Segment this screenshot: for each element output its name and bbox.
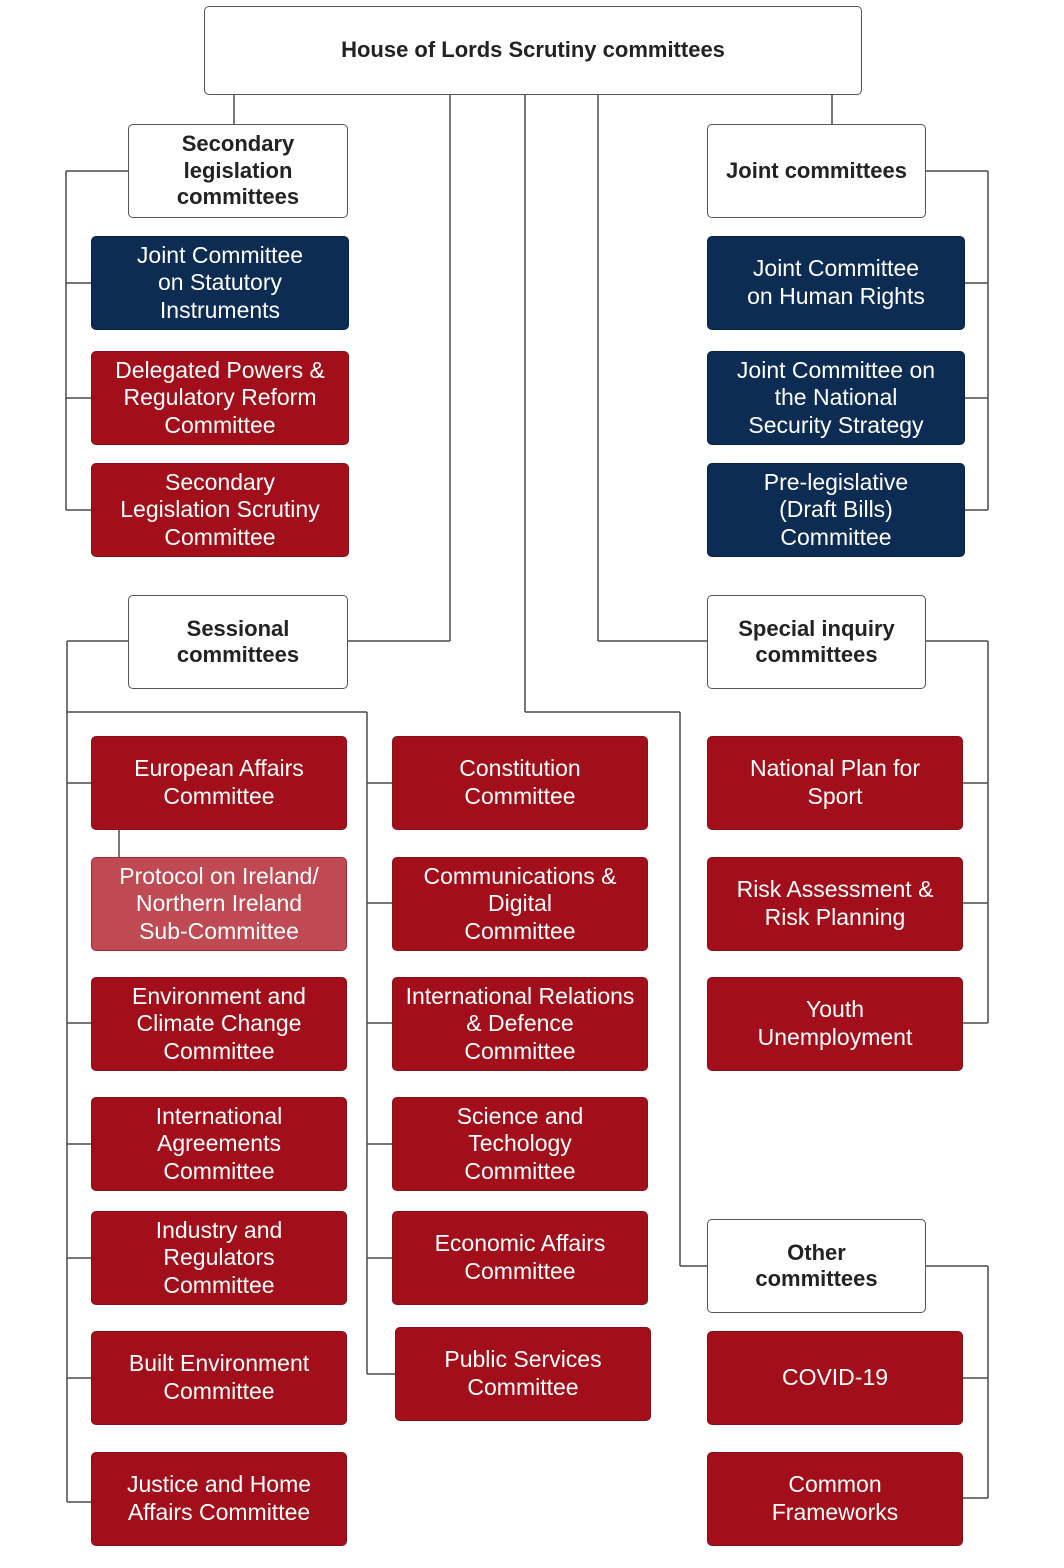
committee-communications-digital: Communications & Digital Committee — [392, 857, 648, 951]
committee-public-services: Public Services Committee — [395, 1327, 651, 1421]
committee-secondary-legislation-scrutiny: Secondary Legislation Scrutiny Committee — [91, 463, 349, 557]
group-other-committees: Other committees — [707, 1219, 926, 1313]
committee-constitution: Constitution Committee — [392, 736, 648, 830]
committee-science-technology: Science and Techology Committee — [392, 1097, 648, 1191]
group-special-heading: Special inquiry committees — [738, 615, 895, 667]
committee-covid-19: COVID-19 — [707, 1331, 963, 1425]
committee-statutory-instruments: Joint Committee on Statutory Instruments — [91, 236, 349, 330]
committee-pre-legislative: Pre-legislative (Draft Bills) Committee — [707, 463, 965, 557]
group-sessional-heading: Sessional committees — [176, 615, 300, 667]
committee-built-environment: Built Environment Committee — [91, 1331, 347, 1425]
committee-national-security-strategy: Joint Committee on the National Security… — [707, 351, 965, 445]
committee-environment-climate: Environment and Climate Change Committee — [91, 977, 347, 1071]
committee-human-rights: Joint Committee on Human Rights — [707, 236, 965, 330]
committee-economic-affairs: Economic Affairs Committee — [392, 1211, 648, 1305]
committee-national-plan-sport: National Plan for Sport — [707, 736, 963, 830]
group-sessional-committees: Sessional committees — [128, 595, 348, 689]
committee-justice-home-affairs: Justice and Home Affairs Committee — [91, 1452, 347, 1546]
committee-risk-assessment: Risk Assessment & Risk Planning — [707, 857, 963, 951]
committee-industry-regulators: Industry and Regulators Committee — [91, 1211, 347, 1305]
committee-international-agreements: International Agreements Committee — [91, 1097, 347, 1191]
root-node: House of Lords Scrutiny committees — [204, 6, 862, 95]
group-special-inquiry: Special inquiry committees — [707, 595, 926, 689]
group-other-heading: Other committees — [755, 1239, 878, 1291]
group-secondary-heading: Secondary legislation committees — [176, 131, 300, 210]
group-joint-heading: Joint committees — [726, 157, 907, 183]
committee-european-affairs: European Affairs Committee — [91, 736, 347, 830]
committee-delegated-powers: Delegated Powers & Regulatory Reform Com… — [91, 351, 349, 445]
committee-international-relations: International Relations & Defence Commit… — [392, 977, 648, 1071]
committee-youth-unemployment: Youth Unemployment — [707, 977, 963, 1071]
subcommittee-protocol-ireland: Protocol on Ireland/ Northern Ireland Su… — [91, 857, 347, 951]
root-title: House of Lords Scrutiny committees — [341, 37, 725, 63]
group-joint-committees: Joint committees — [707, 124, 926, 218]
committee-common-frameworks: Common Frameworks — [707, 1452, 963, 1546]
group-secondary-legislation: Secondary legislation committees — [128, 124, 348, 218]
